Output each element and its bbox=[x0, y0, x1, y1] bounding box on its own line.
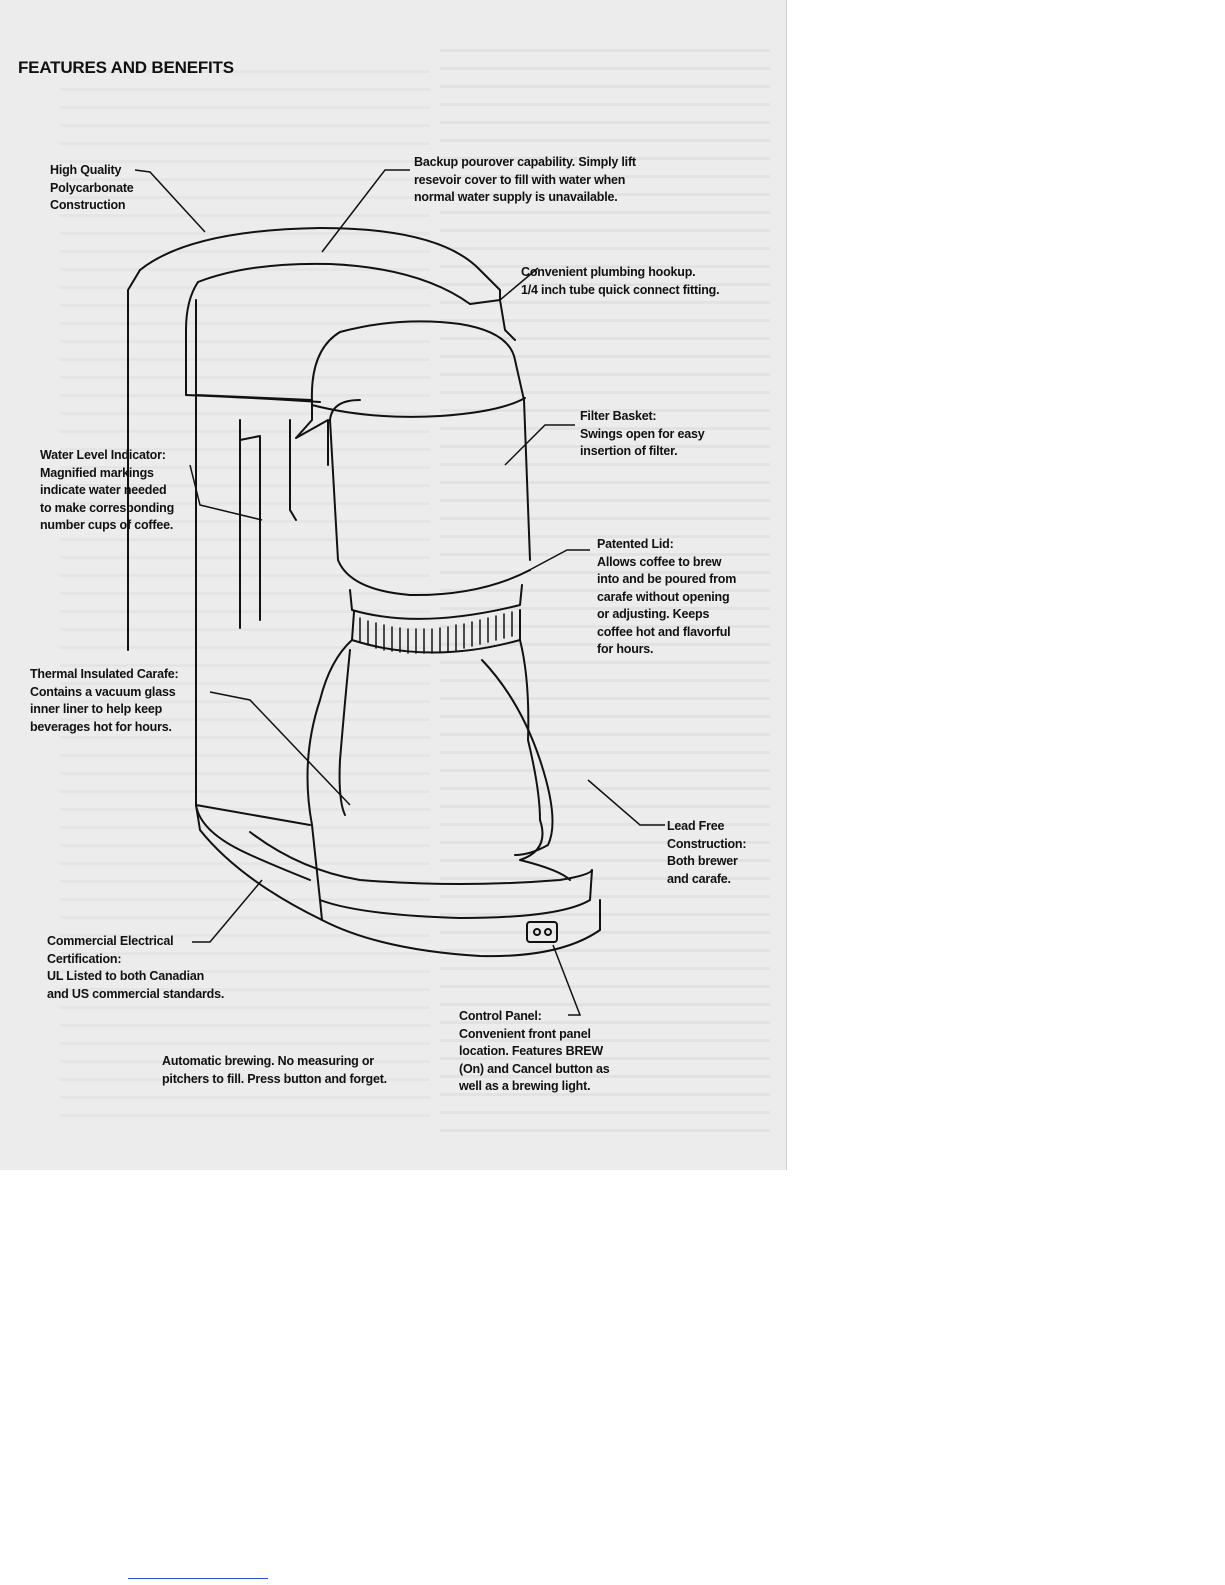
callout-line: Commercial Electrical bbox=[47, 934, 174, 948]
bleed-through-left bbox=[60, 60, 430, 1120]
callout-electrical: Commercial Electrical Certification: UL … bbox=[47, 933, 224, 1003]
callout-line: Patented Lid: bbox=[597, 537, 674, 551]
reservoir-top bbox=[185, 281, 321, 403]
callout-thermal-carafe: Thermal Insulated Carafe: Contains a vac… bbox=[30, 666, 179, 736]
callout-line: location. Features BREW bbox=[459, 1044, 604, 1058]
callout-lead-free: Lead Free Construction: Both brewer and … bbox=[667, 818, 747, 888]
callout-line: indicate water needed bbox=[40, 483, 167, 497]
callout-line: and carafe. bbox=[667, 871, 731, 886]
callout-backup-pourover: Backup pourover capability. Simply lift … bbox=[414, 154, 636, 207]
callout-line: Convenient front panel bbox=[459, 1026, 591, 1041]
callout-water-level: Water Level Indicator: Magnified marking… bbox=[40, 447, 174, 535]
callout-line: number cups of coffee. bbox=[40, 518, 174, 532]
callout-line: carafe without opening bbox=[597, 589, 730, 604]
callout-line: Lead Free bbox=[667, 819, 725, 833]
callout-line: UL Listed to both Canadian bbox=[47, 969, 205, 983]
leader-control-panel bbox=[552, 944, 582, 1016]
reservoir-lid bbox=[139, 227, 501, 305]
leader-backup-pourover bbox=[321, 169, 410, 253]
callout-line: Construction bbox=[50, 198, 126, 212]
leader-patented-lid bbox=[521, 549, 590, 575]
carafe-handle bbox=[481, 659, 554, 856]
callout-line: Polycarbonate bbox=[50, 180, 134, 195]
leader-plumbing bbox=[499, 267, 539, 301]
callout-line: High Quality bbox=[50, 163, 122, 177]
scan-edge bbox=[786, 0, 787, 1170]
callout-automatic: Automatic brewing. No measuring or pitch… bbox=[162, 1053, 387, 1088]
leader-electrical bbox=[192, 879, 263, 943]
callout-line: resevoir cover to fill with water when bbox=[414, 172, 626, 187]
callout-line: Both brewer bbox=[667, 854, 738, 868]
page-title: FEATURES AND BENEFITS bbox=[18, 58, 234, 77]
callout-line: or adjusting. Keeps bbox=[597, 607, 710, 621]
callout-patented-lid: Patented Lid: Allows coffee to brew into… bbox=[597, 536, 736, 659]
callout-line: Swings open for easy bbox=[580, 426, 705, 441]
cancel-button-icon bbox=[544, 928, 552, 936]
callout-line: Thermal Insulated Carafe: bbox=[30, 667, 179, 681]
callout-line: and US commercial standards. bbox=[47, 986, 225, 1001]
brewer-base bbox=[249, 831, 593, 885]
callout-line: normal water supply is unavailable. bbox=[414, 190, 618, 204]
callout-line: coffee hot and flavorful bbox=[597, 624, 731, 639]
leader-high-quality bbox=[134, 169, 206, 233]
callout-high-quality: High Quality Polycarbonate Construction bbox=[50, 162, 134, 215]
callout-line: Automatic brewing. No measuring or bbox=[162, 1054, 374, 1068]
callout-line: beverages hot for hours. bbox=[30, 719, 172, 734]
control-panel bbox=[526, 921, 558, 943]
carafe-lid bbox=[349, 584, 523, 620]
callout-line: well as a brewing light. bbox=[459, 1079, 591, 1093]
brew-button-icon bbox=[533, 928, 541, 936]
leader-water-level bbox=[189, 464, 263, 521]
lid-ribs bbox=[359, 611, 513, 654]
brewer-back-edge bbox=[127, 269, 141, 651]
callout-line: Contains a vacuum glass bbox=[30, 684, 176, 699]
callout-line: 1/4 inch tube quick connect fitting. bbox=[521, 282, 720, 297]
callout-line: Convenient plumbing hookup. bbox=[521, 265, 696, 279]
callout-line: Allows coffee to brew bbox=[597, 554, 722, 569]
callout-control-panel: Control Panel: Convenient front panel lo… bbox=[459, 1008, 610, 1096]
leader-thermal-carafe bbox=[209, 691, 351, 806]
callout-line: insertion of filter. bbox=[580, 444, 678, 458]
filter-basket bbox=[310, 320, 531, 561]
callout-line: Certification: bbox=[47, 951, 122, 966]
leader-lines bbox=[134, 169, 665, 1016]
callout-line: (On) and Cancel button as bbox=[459, 1061, 610, 1076]
footer-link-underline[interactable] bbox=[128, 1577, 268, 1579]
scanned-page bbox=[0, 0, 786, 1170]
callout-line: Filter Basket: bbox=[580, 409, 657, 423]
thermal-carafe bbox=[306, 639, 353, 901]
leader-filter-basket bbox=[504, 424, 575, 466]
callout-line: Control Panel: bbox=[459, 1009, 542, 1023]
callout-line: Water Level Indicator: bbox=[40, 448, 166, 462]
leader-lead-free bbox=[587, 779, 665, 826]
callout-line: inner liner to help keep bbox=[30, 702, 163, 716]
callout-line: Magnified markings bbox=[40, 465, 154, 480]
callout-line: to make corresponding bbox=[40, 500, 175, 515]
callout-line: into and be poured from bbox=[597, 572, 737, 586]
callout-line: pitchers to fill. Press button and forge… bbox=[162, 1071, 387, 1086]
callout-line: Backup pourover capability. Simply lift bbox=[414, 155, 636, 169]
callout-line: Construction: bbox=[667, 836, 747, 851]
callout-line: for hours. bbox=[597, 642, 654, 656]
callout-filter-basket: Filter Basket: Swings open for easy inse… bbox=[580, 408, 705, 461]
coffee-brewer-illustration bbox=[127, 227, 601, 958]
callout-plumbing: Convenient plumbing hookup. 1/4 inch tub… bbox=[521, 264, 720, 299]
